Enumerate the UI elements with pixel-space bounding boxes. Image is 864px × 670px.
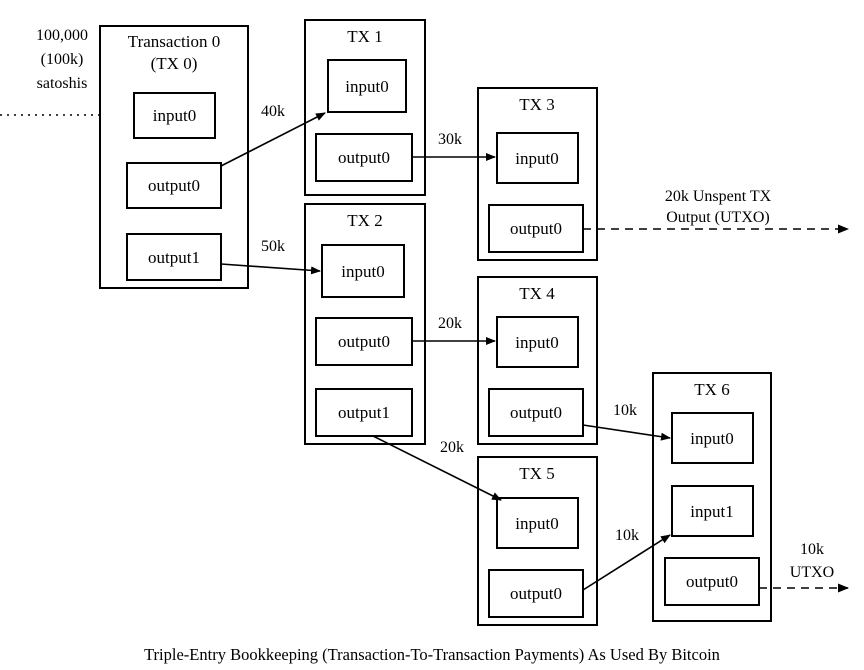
transaction-box-tx3[interactable]: TX 3 input0 output0 [477,87,598,261]
flow-arrow-10k-in0 [582,424,671,441]
tx6-output0-label: output0 [686,572,738,591]
tx2-output1-box[interactable] [315,388,413,437]
flow-tx0-out1-to-tx2: 50k [220,238,321,275]
tx0-title-line1: Transaction 0 [128,32,220,51]
flow-tx2-out0-to-tx4: 20k [412,315,496,345]
tx5-output0-box[interactable] [488,569,584,618]
flow-arrow-50k [220,263,321,275]
flow-label-20k-tx5: 20k [440,439,464,456]
tx6-input1-box[interactable] [671,485,754,537]
flow-tx0-out0-to-tx1: 40k [220,103,326,167]
tx1-title: TX 1 [347,27,382,46]
transaction-box-tx2[interactable]: TX 2 input0 output0 output1 [304,203,426,445]
tx4-output0-box[interactable] [488,388,584,437]
flow-arrow-40k [220,112,326,167]
flow-label-30k: 30k [438,131,462,148]
flow-label-50k: 50k [261,238,285,255]
tx2-output1-label: output1 [338,403,390,422]
tx0-output0-box[interactable] [126,162,222,209]
transaction-box-tx1[interactable]: TX 1 input0 output0 [304,19,426,196]
tx3-output0-box[interactable] [488,204,584,253]
tx2-input0-label: input0 [341,262,384,281]
transaction-box-tx4[interactable]: TX 4 input0 output0 [477,276,598,445]
utxo-label-tx3-line1: 20k Unspent TX [665,188,772,205]
tx6-input0-box[interactable] [671,412,754,464]
flow-label-40k: 40k [261,103,285,120]
tx0-title-line2: (TX 0) [151,54,198,73]
tx6-output0-box[interactable] [664,557,760,606]
tx0-output0-label: output0 [148,176,200,195]
tx2-input0-box[interactable] [321,244,405,298]
tx2-output0-label: output0 [338,332,390,351]
source-amount-line3: satoshis [37,75,88,92]
tx0-output1-label: output1 [148,248,200,267]
flow-tx5-out0-to-tx6: 10k [582,527,671,591]
tx6-input0-label: input0 [690,429,733,448]
flow-arrow-10k-in1 [582,534,671,591]
tx3-input0-label: input0 [515,149,558,168]
tx4-title: TX 4 [519,284,555,303]
flow-label-20k-tx4: 20k [438,315,462,332]
transaction-box-tx6[interactable]: TX 6 input0 input1 output0 [652,372,772,622]
tx6-title: TX 6 [694,380,729,399]
tx1-output0-label: output0 [338,148,390,167]
flow-tx1-out0-to-tx3: 30k [412,131,496,161]
flow-tx4-out0-to-tx6: 10k [582,402,671,441]
tx1-input0-label: input0 [345,77,388,96]
diagram-caption: Triple-Entry Bookkeeping (Transaction-To… [144,645,720,664]
flow-label-10k-in1: 10k [615,527,639,544]
tx5-title: TX 5 [519,464,554,483]
utxo-label-tx6-line1: 10k [800,541,824,558]
tx5-output0-label: output0 [510,584,562,603]
flow-tx2-out1-to-tx5: 20k [372,435,502,501]
tx3-output0-label: output0 [510,219,562,238]
tx2-title: TX 2 [347,211,382,230]
source-amount-line1: 100,000 [36,27,88,44]
source-input-group: 100,000 (100k) satoshis [0,27,128,119]
tx3-title: TX 3 [519,95,554,114]
tx4-output0-label: output0 [510,403,562,422]
tx5-input0-label: input0 [515,514,558,533]
tx2-output0-box[interactable] [315,317,413,366]
utxo-label-tx6-line2: UTXO [790,564,834,581]
transaction-box-tx0[interactable]: Transaction 0 (TX 0) input0 output0 outp… [99,25,249,289]
tx0-input0-box[interactable] [133,92,216,139]
tx3-input0-box[interactable] [496,132,579,184]
tx4-input0-label: input0 [515,333,558,352]
tx1-input0-box[interactable] [327,59,407,113]
transaction-box-tx5[interactable]: TX 5 input0 output0 [477,456,598,626]
flow-label-10k-in0: 10k [613,402,637,419]
tx0-input0-label: input0 [153,106,196,125]
source-amount-line2: (100k) [41,51,84,68]
utxo-flow-tx3: 20k Unspent TX Output (UTXO) [583,188,849,234]
tx4-input0-box[interactable] [496,316,579,368]
tx1-output0-box[interactable] [315,133,413,182]
utxo-flow-tx6: 10k UTXO [759,541,849,593]
flow-arrow-20k-tx5 [372,435,502,501]
utxo-label-tx3-line2: Output (UTXO) [666,209,770,226]
tx0-output1-box[interactable] [126,233,222,281]
tx5-input0-box[interactable] [496,497,579,549]
tx6-input1-label: input1 [690,502,733,521]
